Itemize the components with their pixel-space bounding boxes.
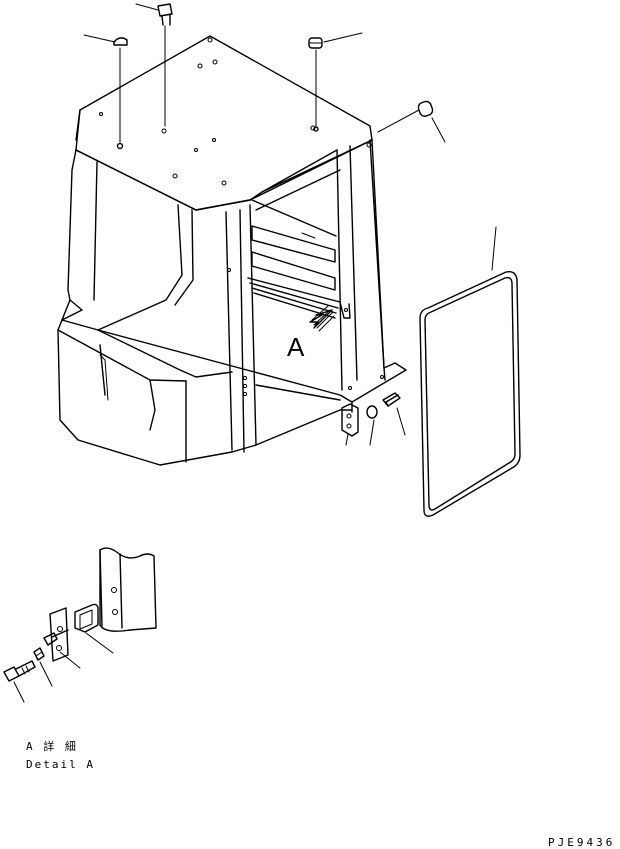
cap-plug-right — [308, 32, 363, 132]
leader-bracket — [345, 433, 349, 446]
callout-letter: A — [287, 332, 305, 362]
detail-caption-en: Detail A — [26, 758, 95, 771]
window-seal — [419, 226, 521, 517]
cab-frame — [67, 139, 386, 453]
detail-caption-jp: A 詳 細 — [26, 739, 78, 753]
cap-plug-left — [83, 34, 128, 150]
roof-bolt — [135, 3, 173, 127]
detail-arrow — [309, 305, 335, 332]
leader-washer — [369, 419, 375, 446]
cap-plug-side — [377, 100, 446, 143]
cab-lower-body — [57, 299, 407, 466]
detail-a-view — [3, 547, 157, 703]
cab-bracket-parts — [341, 392, 401, 437]
drawing-code: PJE9436 — [548, 836, 615, 849]
leader-bolt — [396, 407, 406, 436]
